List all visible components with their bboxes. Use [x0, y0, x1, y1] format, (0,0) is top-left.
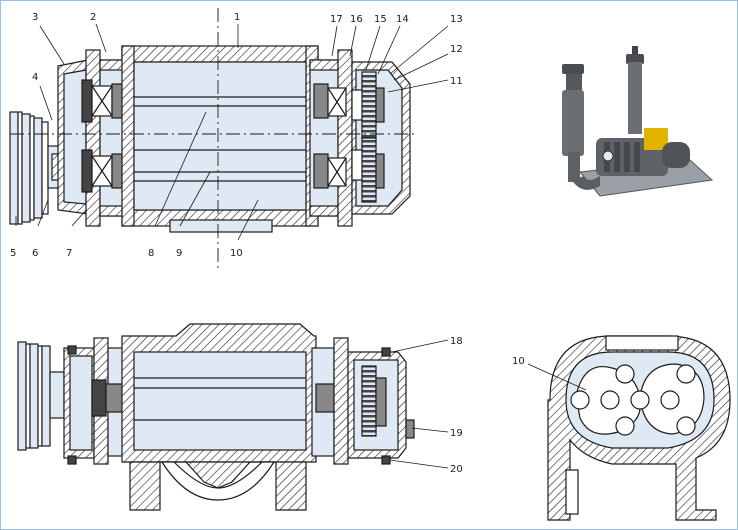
label-15: 15	[374, 14, 387, 25]
label-7: 7	[66, 248, 72, 259]
label-16: 16	[350, 14, 363, 25]
label-1: 1	[234, 12, 240, 23]
timing-gears-top	[361, 71, 385, 203]
label-9: 9	[176, 248, 182, 259]
label-11: 11	[450, 76, 463, 87]
label-5: 5	[10, 248, 16, 259]
part-numbers-bottom: 18 19 20	[450, 336, 463, 475]
top-section-view	[9, 8, 416, 272]
label-3: 3	[32, 12, 38, 23]
label-6: 6	[32, 248, 38, 259]
label-12: 12	[450, 44, 463, 55]
label-10-cross: 10	[512, 356, 525, 367]
label-2: 2	[90, 12, 96, 23]
belt-guard	[644, 128, 668, 150]
label-20: 20	[450, 464, 463, 475]
pulley-bottom	[17, 341, 65, 451]
main-casing-top	[121, 45, 319, 233]
leader-line-cross	[527, 363, 587, 391]
pressure-gauge	[602, 150, 614, 162]
main-casing-bottom	[121, 323, 317, 511]
label-13: 13	[450, 14, 463, 25]
blower-product-illustration	[562, 46, 714, 197]
right-end-housing-bottom	[67, 337, 415, 465]
right-end-housing-top	[309, 49, 411, 227]
label-18: 18	[450, 336, 463, 347]
leader-lines-bottom	[389, 339, 449, 469]
label-19: 19	[450, 428, 463, 439]
outlet-silencer	[628, 62, 642, 134]
label-14: 14	[396, 14, 409, 25]
label-8: 8	[148, 248, 154, 259]
bottom-section-view	[17, 323, 415, 511]
inlet-silencer	[562, 90, 584, 156]
blower-base	[129, 461, 307, 511]
right-bearings-top	[313, 83, 347, 189]
motor	[662, 142, 690, 168]
label-4: 4	[32, 72, 38, 83]
left-end-cover-top	[57, 49, 129, 227]
label-10: 10	[230, 248, 243, 259]
silencer-cap	[562, 64, 584, 74]
label-17: 17	[330, 14, 343, 25]
cross-section-view	[547, 335, 731, 521]
left-end-cover-bottom	[63, 337, 129, 465]
part-numbers-top: 1 2 3 4 5 6 7 8 9 10 11 12 13 14 15 16 1…	[10, 12, 463, 259]
leader-lines-top	[15, 23, 449, 241]
